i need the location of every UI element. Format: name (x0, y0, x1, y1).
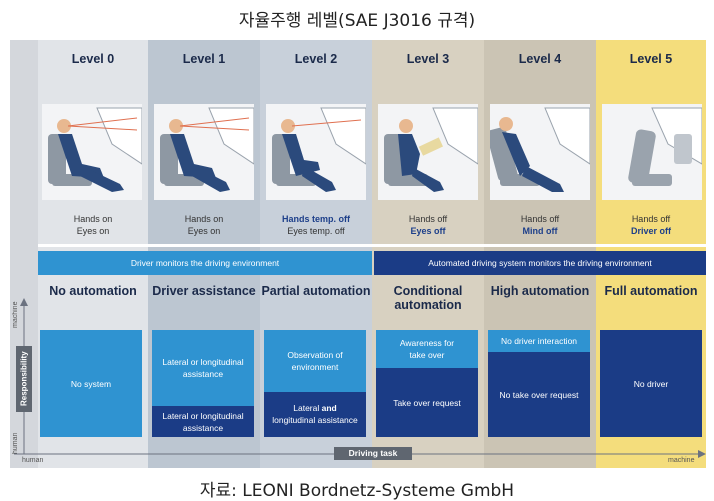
level-4-driver-illustration (490, 104, 590, 200)
level-0-no-system-box: No system (40, 330, 142, 437)
level-3-caption: Hands off Eyes off (372, 213, 484, 237)
level-1-name: Driver assistance (152, 284, 256, 298)
level-5-hands: Hands off (631, 214, 671, 224)
level-4-name: High automation (490, 284, 590, 298)
level-5-name: Full automation (604, 284, 698, 298)
level-0-driver-illustration (42, 104, 142, 200)
driver-monitors-band: Driver monitors the driving environment (38, 251, 372, 275)
level-3-label: Level 3 (406, 52, 450, 66)
level-4-no-interaction-box: No driver interaction (488, 330, 590, 352)
level-1-assistance-box: Lateral or longitudinal assistance (152, 330, 254, 406)
level-0-name: No automation (49, 284, 137, 298)
level-0-hands: Hands on (73, 214, 113, 224)
level-2-name: Partial automation (261, 284, 371, 298)
level-2-lateral-longitudinal-box: Lateral and longitudinal assistance (264, 392, 366, 437)
axis-machine-right: machine (668, 457, 695, 464)
diagram-title: 자율주행 레벨(SAE J3016 규격) (238, 11, 476, 31)
level-3-driver-illustration (378, 104, 478, 200)
level-3-hands: Hands off (408, 214, 448, 224)
level-1-driver-illustration (154, 104, 254, 200)
level-1-driver-assistance-box: Lateral or longitudinal assistance (152, 406, 254, 437)
level-2-lateral-text: Lateral (293, 403, 322, 413)
level-2-eyes: Eyes temp. off (287, 226, 345, 236)
bottom-separator (38, 244, 706, 247)
level-2-driver-illustration (266, 104, 366, 200)
level-2-hands: Hands temp. off (281, 214, 350, 224)
level-2-label: Level 2 (294, 52, 338, 66)
level-5-caption: Hands off Driver off (596, 213, 706, 237)
level-2-longitudinal-text: longitudinal assistance (272, 415, 358, 425)
level-1-eyes: Eyes on (187, 226, 221, 236)
level-1-hands: Hands on (184, 214, 224, 224)
level-4-mind: Mind off (522, 226, 558, 236)
level-0-caption: Hands on Eyes on (38, 213, 148, 237)
axis-human-left: human (22, 457, 44, 464)
level-2-caption: Hands temp. off Eyes temp. off (260, 213, 372, 237)
level-0-eyes: Eyes on (76, 226, 110, 236)
level-4-hands: Hands off (520, 214, 560, 224)
responsibility-axis-label: Responsibility (16, 346, 32, 412)
level-2-observation-box: Observation of environment (264, 330, 366, 392)
level-3-name: Conditional automation (393, 284, 463, 312)
level-3-awareness-box: Awareness for take over (376, 330, 478, 368)
source-caption: 자료: LEONI Bordnetz-Systeme GmbH (199, 481, 515, 501)
system-monitors-band: Automated driving system monitors the dr… (374, 251, 706, 275)
level-4-label: Level 4 (518, 52, 562, 66)
axis-machine-top: machine (12, 301, 19, 328)
level-1-caption: Hands on Eyes on (148, 213, 260, 237)
level-5-driver: Driver off (630, 226, 671, 236)
level-5-empty-seat-illustration (602, 104, 702, 200)
level-5-label: Level 5 (629, 52, 673, 66)
level-4-caption: Hands off Mind off (484, 213, 596, 237)
level-2-and-text: and (321, 403, 337, 413)
level-3-take-over-box: Take over request (376, 368, 478, 437)
level-0-label: Level 0 (71, 52, 115, 66)
level-1-label: Level 1 (182, 52, 226, 66)
driving-task-axis-label: Driving task (334, 447, 412, 460)
level-5-no-driver-box: No driver (600, 330, 702, 437)
level-3-eyes: Eyes off (410, 226, 446, 236)
level-4-no-take-over-box: No take over request (488, 352, 590, 437)
